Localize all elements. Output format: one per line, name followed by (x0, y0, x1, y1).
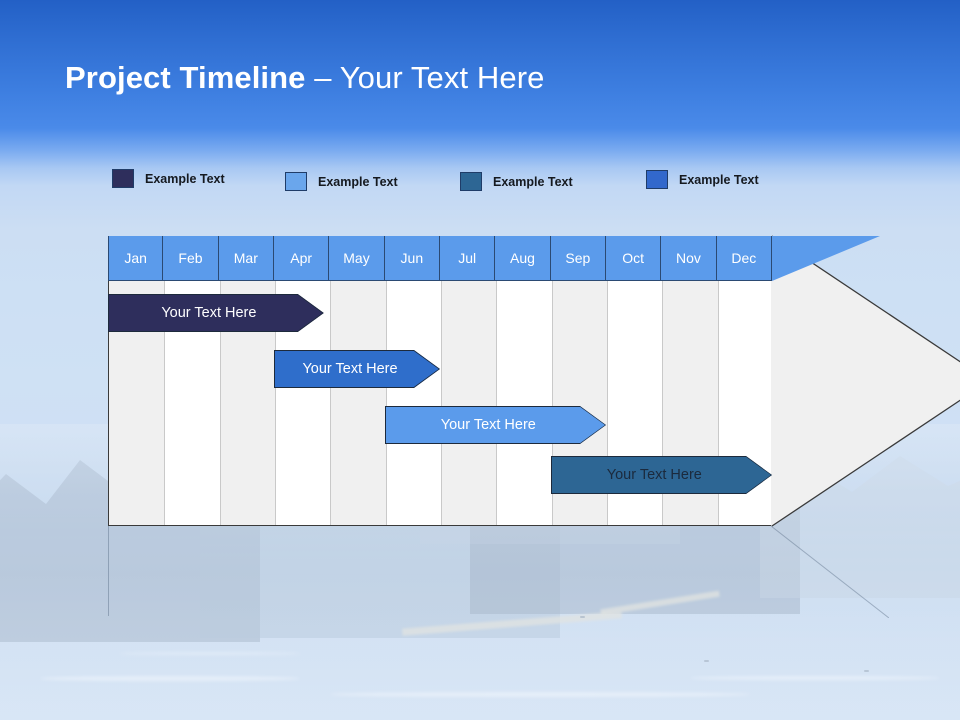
page-title-light: – Your Text Here (305, 60, 545, 95)
column-stripe-jan (109, 237, 165, 525)
task-bar-label-3: Your Text Here (440, 417, 536, 433)
month-cell-may[interactable]: May (329, 236, 385, 281)
column-divider-mar (219, 237, 221, 525)
column-divider-sep (551, 237, 553, 525)
column-divider-aug (496, 237, 498, 525)
page-title-strong: Project Timeline (65, 60, 306, 95)
under-frame-diagonal (770, 525, 890, 619)
task-bar-label-4: Your Text Here (606, 467, 702, 483)
legend-swatch-2 (285, 172, 307, 191)
page-title: Project Timeline – Your Text Here (65, 60, 544, 96)
month-cell-feb[interactable]: Feb (163, 236, 219, 281)
month-cell-sep[interactable]: Sep (550, 236, 606, 281)
month-cell-apr[interactable]: Apr (274, 236, 330, 281)
month-cell-jul[interactable]: Jul (440, 236, 496, 281)
column-divider-nov (662, 237, 664, 525)
month-cell-oct[interactable]: Oct (606, 236, 662, 281)
task-bar-label-2: Your Text Here (302, 361, 398, 377)
task-bar-1[interactable]: Your Text Here (108, 294, 324, 332)
legend-item-4: Example Text (646, 170, 759, 189)
column-divider-oct (607, 237, 608, 525)
month-cell-aug[interactable]: Aug (495, 236, 551, 281)
under-frame-left (108, 526, 109, 616)
month-cell-jun[interactable]: Jun (384, 236, 440, 281)
month-header-arrow-tip (772, 236, 880, 281)
task-bar-2[interactable]: Your Text Here (274, 350, 440, 388)
column-divider-feb (164, 237, 166, 525)
under-frame-diagonal-svg (770, 525, 890, 619)
month-cell-jan[interactable]: Jan (108, 236, 164, 281)
month-cell-mar[interactable]: Mar (218, 236, 274, 281)
legend-swatch-3 (460, 172, 482, 191)
column-stripe-jul (441, 237, 497, 525)
task-bar-3[interactable]: Your Text Here (384, 406, 606, 444)
month-cell-nov[interactable]: Nov (661, 236, 717, 281)
legend-label-2: Example Text (318, 174, 398, 189)
month-cell-dec[interactable]: Dec (716, 236, 772, 281)
legend-label-1: Example Text (145, 171, 225, 186)
legend-item-2: Example Text (285, 172, 398, 191)
legend-swatch-1 (112, 169, 134, 188)
column-divider-dec (717, 237, 719, 525)
task-bar-4[interactable]: Your Text Here (550, 456, 772, 494)
legend-label-4: Example Text (679, 172, 759, 187)
legend-item-3: Example Text (460, 172, 573, 191)
legend-swatch-4 (646, 170, 668, 189)
column-stripe-mar (219, 237, 275, 525)
column-divider-jul (441, 237, 442, 525)
legend-item-1: Example Text (112, 169, 225, 188)
legend-label-3: Example Text (493, 174, 573, 189)
task-bar-label-1: Your Text Here (161, 305, 257, 321)
